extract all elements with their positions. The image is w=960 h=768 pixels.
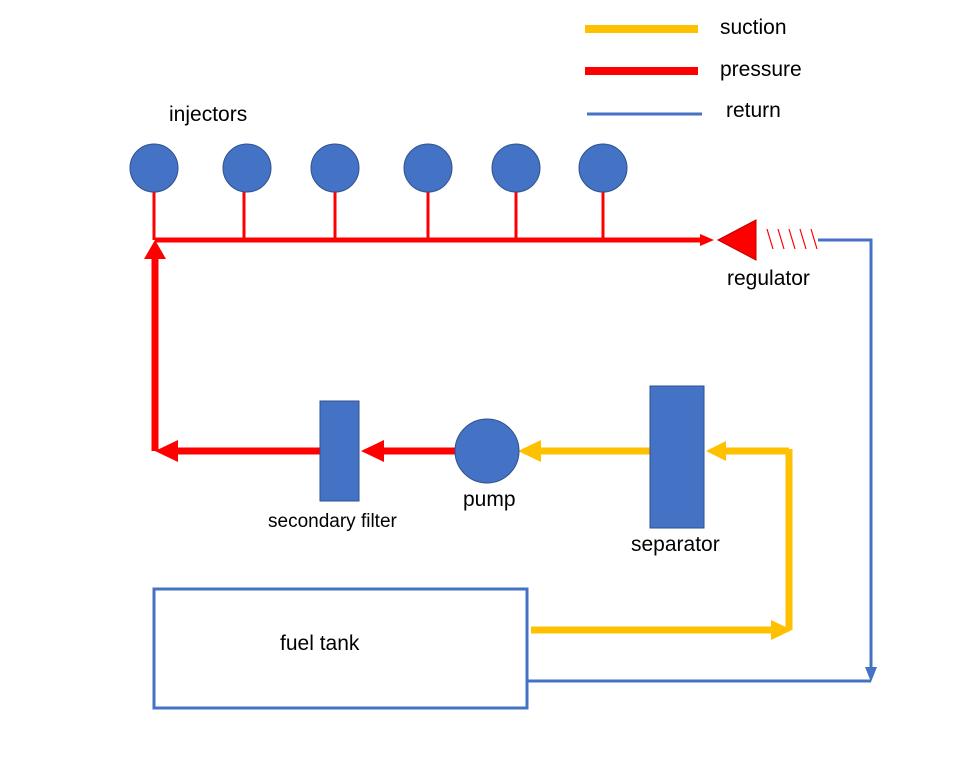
pressure-arrowhead-left: [155, 440, 178, 462]
injector: [403, 143, 453, 193]
pump-label: pump: [463, 488, 516, 511]
pressure-arrowhead-filter: [361, 440, 384, 462]
fuel-tank-label: fuel tank: [280, 632, 360, 655]
injectors-label: injectors: [169, 103, 248, 126]
pump: [454, 418, 520, 484]
fuel-tank: [152, 587, 529, 710]
legend-pressure-label: pressure: [720, 58, 802, 81]
suction-arrowhead-separator: [706, 441, 726, 461]
rail-arrowhead: [700, 234, 714, 246]
legend-suction-label: suction: [720, 16, 787, 39]
secondary-filter: [319, 400, 360, 502]
pressure-arrowhead-up: [144, 240, 166, 259]
regulator-label: regulator: [727, 267, 810, 290]
regulator: [716, 219, 757, 261]
injector: [310, 143, 360, 193]
suction-arrowhead-tank: [771, 620, 792, 640]
regulator-spring: [766, 228, 818, 250]
return-line: [818, 238, 873, 668]
injector: [129, 143, 179, 193]
injector: [578, 143, 628, 193]
injector: [222, 143, 272, 193]
separator-label: separator: [631, 533, 720, 556]
secondary-filter-label: secondary filter: [268, 511, 397, 532]
separator: [649, 385, 705, 529]
return-arrowhead: [865, 667, 877, 682]
legend-return-label: return: [726, 99, 781, 122]
suction-arrowhead-pump: [518, 440, 541, 462]
injector: [491, 143, 541, 193]
